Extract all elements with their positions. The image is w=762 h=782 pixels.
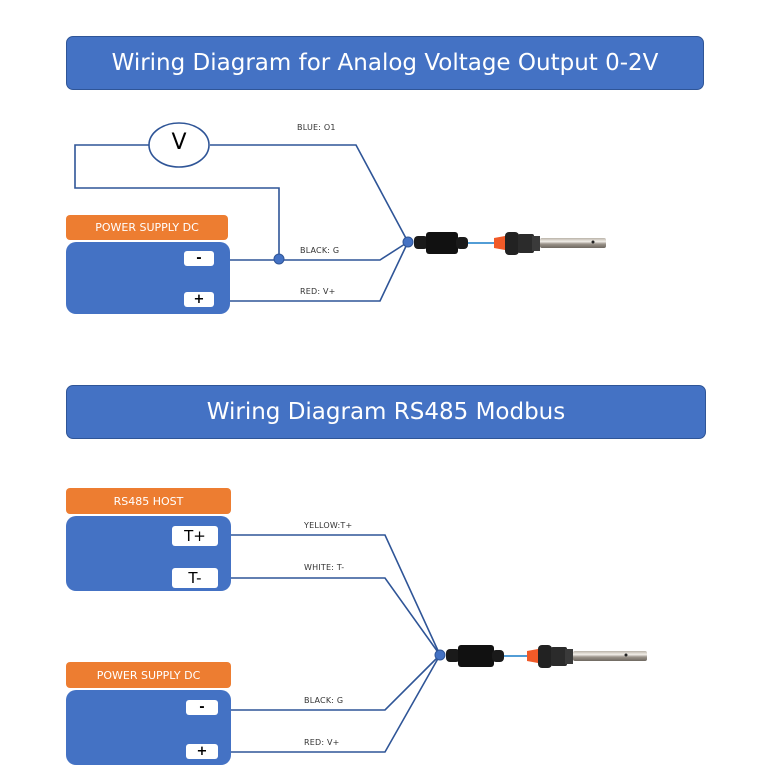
wire-label-red-vplus: RED: V+ xyxy=(300,287,336,296)
terminal-tplus: T+ xyxy=(172,526,218,546)
junction-dot xyxy=(273,253,285,265)
wire-junction-dot-2 xyxy=(434,649,446,661)
power-supply-label: POWER SUPPLY DC xyxy=(66,215,228,240)
power-supply-box: - + xyxy=(66,242,230,314)
blue-o1-wire xyxy=(210,144,409,243)
terminal-tminus: T- xyxy=(172,568,218,588)
red-vplus-wire-2 xyxy=(230,654,441,753)
terminal-positive-2: + xyxy=(186,744,218,759)
wire-label-black-g: BLACK: G xyxy=(300,246,340,255)
wire-label-yellow-tplus: YELLOW:T+ xyxy=(304,521,353,530)
power-supply-box-2: - + xyxy=(66,690,231,765)
white-tminus-wire xyxy=(230,577,441,656)
terminal-negative-2: - xyxy=(186,700,218,715)
terminal-positive: + xyxy=(184,292,214,307)
power-supply-label-2: POWER SUPPLY DC xyxy=(66,662,231,688)
analog-diagram-title: Wiring Diagram for Analog Voltage Output… xyxy=(111,50,659,76)
red-vplus-wire xyxy=(229,241,409,302)
voltmeter-circle xyxy=(148,122,210,168)
wire-label-blue-o1: BLUE: O1 xyxy=(297,123,336,132)
terminal-negative: - xyxy=(184,251,214,266)
sensor-assembly-1 xyxy=(414,232,606,255)
meter-return-wire xyxy=(74,144,280,258)
wire-label-white-tminus: WHITE: T- xyxy=(304,563,345,572)
wire-label-red-vplus-2: RED: V+ xyxy=(304,738,340,747)
analog-diagram-title-banner: Wiring Diagram for Analog Voltage Output… xyxy=(66,36,704,90)
rs485-host-box: T+ T- xyxy=(66,516,231,591)
sensor-assembly-2 xyxy=(446,645,647,668)
wire-label-black-g-2: BLACK: G xyxy=(304,696,344,705)
rs485-diagram-title: Wiring Diagram RS485 Modbus xyxy=(206,399,566,425)
rs485-host-label: RS485 HOST xyxy=(66,488,231,514)
black-g-wire-2 xyxy=(230,654,441,711)
yellow-tplus-wire xyxy=(230,534,441,656)
voltmeter-symbol: V xyxy=(171,130,187,155)
rs485-diagram-title-banner: Wiring Diagram RS485 Modbus xyxy=(66,385,706,439)
wire-junction-dot xyxy=(402,236,414,248)
